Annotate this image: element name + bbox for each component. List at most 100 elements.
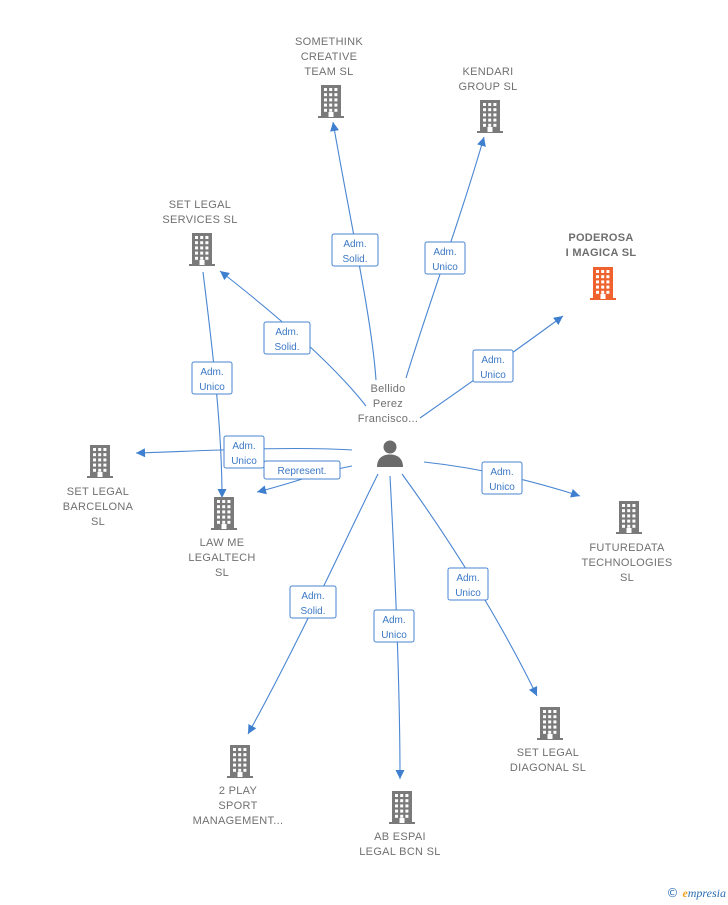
relation-label-text: Unico xyxy=(432,262,458,273)
company-icon-poderosa[interactable] xyxy=(588,265,618,301)
company-node-poderosa[interactable]: PODEROSA I MAGICA SL xyxy=(526,231,676,261)
relation-label-somethink[interactable]: Adm. Solid. xyxy=(331,233,379,267)
user-silhouette-icon xyxy=(377,440,403,467)
company-node-2play[interactable]: 2 PLAY SPORT MANAGEMENT... xyxy=(163,784,313,829)
relation-label-text: Adm. xyxy=(301,591,324,602)
building-icon xyxy=(318,85,344,118)
relation-label-text: Adm. xyxy=(481,355,504,366)
building-icon xyxy=(189,233,215,266)
building-icon xyxy=(389,791,415,824)
company-icon-setlegal-services[interactable] xyxy=(187,231,217,267)
copyright-icon: © xyxy=(666,886,679,900)
arrowhead-2play xyxy=(248,723,257,734)
company-icon-lawme[interactable] xyxy=(209,495,239,531)
person-name: Bellido Perez Francisco... xyxy=(357,383,419,425)
relation-label-box xyxy=(472,349,514,383)
relation-label-box xyxy=(447,567,489,601)
arrowhead-somethink xyxy=(330,122,339,132)
relation-label-box xyxy=(263,460,341,480)
building-icon xyxy=(616,501,642,534)
company-name: SET LEGAL BARCELONA SL xyxy=(62,486,134,528)
relation-label-setlegal-diagonal[interactable]: Adm. Unico xyxy=(447,567,489,601)
relation-label-text: Solid. xyxy=(300,606,325,617)
company-name: SET LEGAL DIAGONAL SL xyxy=(509,747,587,774)
company-icon-kendari[interactable] xyxy=(475,98,505,134)
relation-label-abespai[interactable]: Adm. Unico xyxy=(373,609,415,643)
arrowhead-poderosa xyxy=(553,316,563,325)
relation-label-box xyxy=(223,435,265,469)
company-node-kendari[interactable]: KENDARI GROUP SL xyxy=(413,65,563,95)
building-icon xyxy=(211,497,237,530)
company-name: SOMETHINK CREATIVE TEAM SL xyxy=(294,36,364,78)
relation-label-text: Adm. xyxy=(343,239,366,250)
arrowhead-lawme xyxy=(257,485,267,495)
relation-label-setlegal-services[interactable]: Adm. Solid. xyxy=(263,321,311,355)
relation-label-text: Unico xyxy=(381,630,407,641)
company-node-somethink[interactable]: SOMETHINK CREATIVE TEAM SL xyxy=(254,35,404,80)
relation-label-lawme[interactable]: Adm. Unico xyxy=(191,361,233,395)
brand-e: e xyxy=(682,886,688,900)
arrowhead-abespai xyxy=(395,770,405,779)
relation-label-futuredata[interactable]: Adm. Unico xyxy=(481,461,523,495)
arrowhead-setlegal-barcelona xyxy=(136,448,146,458)
arrowhead-lawme xyxy=(217,489,227,498)
building-icon xyxy=(537,707,563,740)
company-node-lawme[interactable]: LAW ME LEGALTECH SL xyxy=(147,536,297,581)
empresia-brand[interactable]: ©empresia xyxy=(666,886,726,901)
relation-label-text: Solid. xyxy=(342,254,367,265)
relation-label-box xyxy=(424,241,466,275)
arrowhead-setlegal-services xyxy=(220,271,230,281)
relation-label-text: Unico xyxy=(231,456,257,467)
relation-label-text: Adm. xyxy=(200,367,223,378)
company-node-futuredata[interactable]: FUTUREDATA TECHNOLOGIES SL xyxy=(552,541,702,586)
brand-name: mpresia xyxy=(687,886,726,900)
relation-label-text: Adm. xyxy=(382,615,405,626)
person-node[interactable]: Bellido Perez Francisco... xyxy=(313,382,463,427)
arrowhead-futuredata xyxy=(570,488,580,498)
relation-label-box xyxy=(191,361,233,395)
relation-label-setlegal-barcelona[interactable]: Adm. Unico xyxy=(223,435,265,469)
company-name: SET LEGAL SERVICES SL xyxy=(162,199,238,226)
company-node-setlegal-barcelona[interactable]: SET LEGAL BARCELONA SL xyxy=(23,485,173,530)
relation-label-text: Represent. xyxy=(278,466,327,477)
company-node-abespai[interactable]: AB ESPAI LEGAL BCN SL xyxy=(325,830,475,860)
company-name: AB ESPAI LEGAL BCN SL xyxy=(359,831,441,858)
company-name: PODEROSA I MAGICA SL xyxy=(565,232,637,259)
building-icon xyxy=(87,445,113,478)
company-name: LAW ME LEGALTECH SL xyxy=(188,537,256,579)
building-icon xyxy=(590,267,616,300)
company-name: FUTUREDATA TECHNOLOGIES SL xyxy=(581,542,673,584)
building-icon xyxy=(477,100,503,133)
company-icon-somethink[interactable] xyxy=(316,83,346,119)
relation-label-box xyxy=(481,461,523,495)
relation-label-text: Adm. xyxy=(490,467,513,478)
company-icon-futuredata[interactable] xyxy=(614,499,644,535)
relation-label-lawme[interactable]: Represent. xyxy=(263,460,341,480)
company-icon-setlegal-diagonal[interactable] xyxy=(535,705,565,741)
building-icon xyxy=(227,745,253,778)
relation-label-text: Adm. xyxy=(275,327,298,338)
relation-label-text: Solid. xyxy=(274,342,299,353)
relation-label-text: Adm. xyxy=(232,441,255,452)
company-node-setlegal-diagonal[interactable]: SET LEGAL DIAGONAL SL xyxy=(473,746,623,776)
relation-label-2play[interactable]: Adm. Solid. xyxy=(289,585,337,619)
relation-label-box xyxy=(263,321,311,355)
company-node-setlegal-services[interactable]: SET LEGAL SERVICES SL xyxy=(125,198,275,228)
company-icon-setlegal-barcelona[interactable] xyxy=(85,443,115,479)
relation-label-text: Unico xyxy=(199,382,225,393)
person-icon[interactable] xyxy=(375,438,405,473)
relation-label-box xyxy=(289,585,337,619)
relation-label-box xyxy=(373,609,415,643)
relation-label-text: Adm. xyxy=(456,573,479,584)
relation-label-text: Unico xyxy=(455,588,481,599)
relation-label-box xyxy=(331,233,379,267)
company-icon-2play[interactable] xyxy=(225,743,255,779)
relation-label-poderosa[interactable]: Adm.Unico xyxy=(472,349,514,383)
arrowhead-kendari xyxy=(477,137,486,147)
company-icon-abespai[interactable] xyxy=(387,789,417,825)
arrowhead-setlegal-diagonal xyxy=(529,685,538,696)
relation-label-kendari[interactable]: Adm.Unico xyxy=(424,241,466,275)
company-name: KENDARI GROUP SL xyxy=(458,66,518,93)
relation-label-text: Unico xyxy=(489,482,515,493)
